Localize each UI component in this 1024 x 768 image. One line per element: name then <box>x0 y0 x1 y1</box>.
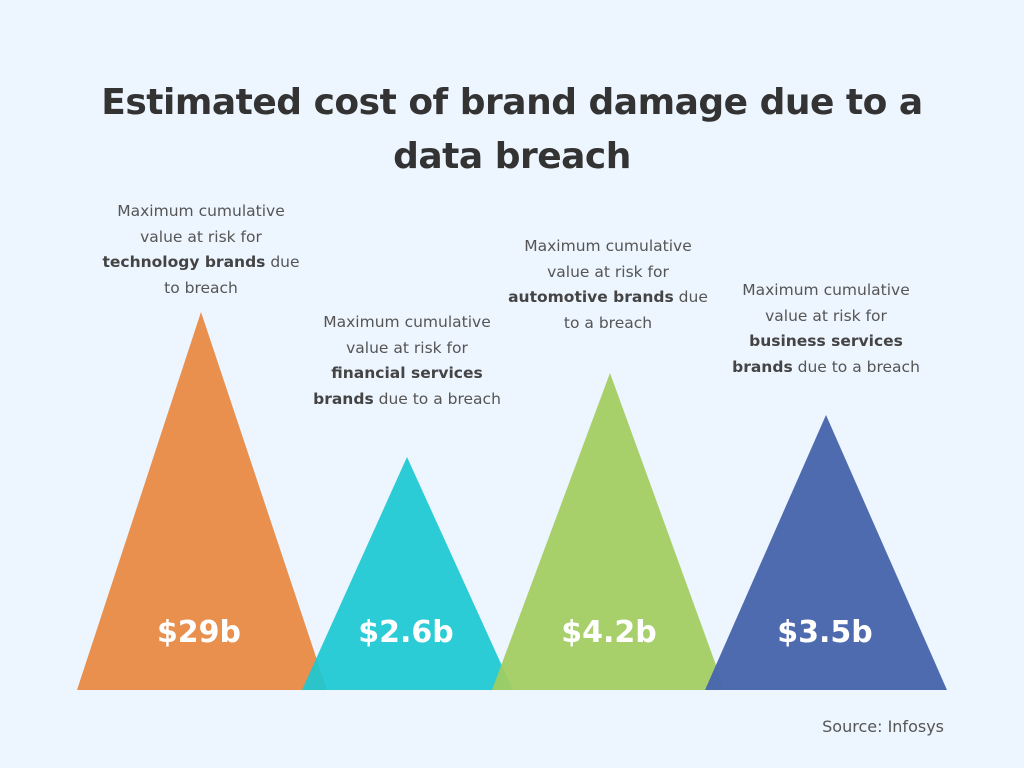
triangle-automotive <box>492 373 725 690</box>
triangle-business <box>705 415 947 690</box>
value-business: $3.5b <box>777 615 873 650</box>
chart-title: Estimated cost of brand damage due to a … <box>101 82 923 177</box>
desc-automotive: Maximum cumulative value at risk for aut… <box>508 237 708 332</box>
desc-business: Maximum cumulative value at risk for bus… <box>732 281 920 376</box>
value-automotive: $4.2b <box>561 615 657 650</box>
value-financial: $2.6b <box>358 615 454 650</box>
value-technology: $29b <box>156 615 242 650</box>
source-note: Source: Infosys <box>822 717 944 736</box>
desc-financial: Maximum cumulative value at risk for fin… <box>313 313 501 408</box>
desc-technology: Maximum cumulative value at risk for tec… <box>102 202 300 297</box>
triangle-financial <box>302 457 513 690</box>
triangle-technology <box>77 312 327 690</box>
